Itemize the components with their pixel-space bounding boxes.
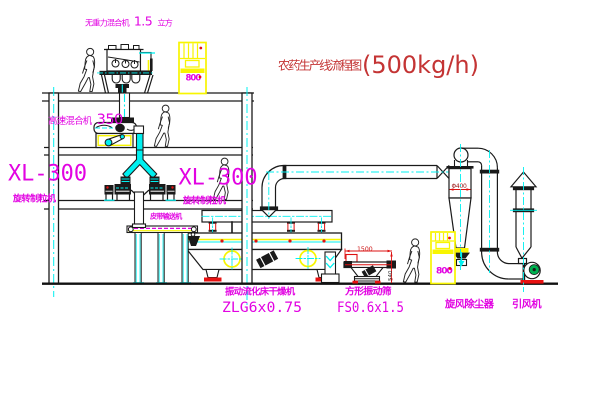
label-granulator-right-name: 旋转制粒机 bbox=[182, 195, 226, 207]
sieve-length-dimension: 1500 bbox=[357, 246, 373, 253]
labels: 农药生产线流程图 (500kg/h) 无重力混合机 1.5 立方 高速混合机 3… bbox=[8, 11, 543, 317]
label-granulator-left-name: 旋转制粒机 bbox=[12, 193, 56, 205]
dryer-vibrator-right bbox=[295, 247, 321, 271]
exhaust-duct bbox=[259, 164, 450, 219]
label-granulator-left-model: XL-300 bbox=[8, 162, 87, 187]
fluid-bed-dryer bbox=[185, 209, 343, 284]
sieve-height-dimension: 540 bbox=[388, 270, 394, 281]
label-dryer-name: 振动流化床干燥机 bbox=[225, 286, 296, 298]
belt-conveyor bbox=[126, 225, 199, 284]
vibrating-sieve: 1500 540 bbox=[343, 246, 396, 284]
dryer-vibrator-left bbox=[219, 247, 245, 272]
dryer-motor bbox=[256, 250, 279, 269]
granulator-discharge-chute bbox=[131, 191, 147, 229]
label-belt-conveyor: 皮带输送机 bbox=[149, 212, 182, 221]
label-gravity-mixer: 无重力混合机 1.5 立方 bbox=[85, 11, 173, 30]
title: 农药生产线流程图 (500kg/h) bbox=[278, 51, 479, 79]
label-sieve-model: FS0.6x1.5 bbox=[337, 300, 404, 316]
granulator-left bbox=[104, 176, 138, 201]
building-structure bbox=[42, 87, 558, 305]
induced-draft-fan bbox=[520, 261, 544, 284]
label-sieve-name: 方形振动筛 bbox=[345, 285, 392, 298]
label-granulator-right-model: XL-300 bbox=[179, 166, 258, 191]
label-dryer-model: ZLG6x0.75 bbox=[222, 300, 302, 316]
person-top-floor bbox=[77, 47, 96, 93]
granulator-right bbox=[142, 176, 176, 201]
label-fan: 引风机 bbox=[512, 298, 542, 311]
control-cabinet-ground: 800 bbox=[430, 231, 456, 285]
gravity-free-mixer bbox=[97, 44, 155, 94]
label-high-speed-mixer: 高速混合机 350 bbox=[48, 109, 123, 128]
cyclone-diameter-dimension: Φ400 bbox=[452, 183, 467, 190]
person-ground bbox=[402, 238, 421, 283]
cabinet-ground-code: 800 bbox=[436, 267, 453, 277]
label-cyclone: 旋风除尘器 bbox=[444, 298, 495, 311]
cabinet-upper-code: 800 bbox=[186, 74, 202, 84]
control-cabinet-upper: 800 bbox=[178, 41, 207, 95]
y-splitter-pipe bbox=[122, 149, 158, 179]
person-second-floor bbox=[153, 104, 171, 147]
exhaust-stack bbox=[509, 167, 538, 292]
cyclone-outlet-pipe bbox=[462, 147, 524, 280]
